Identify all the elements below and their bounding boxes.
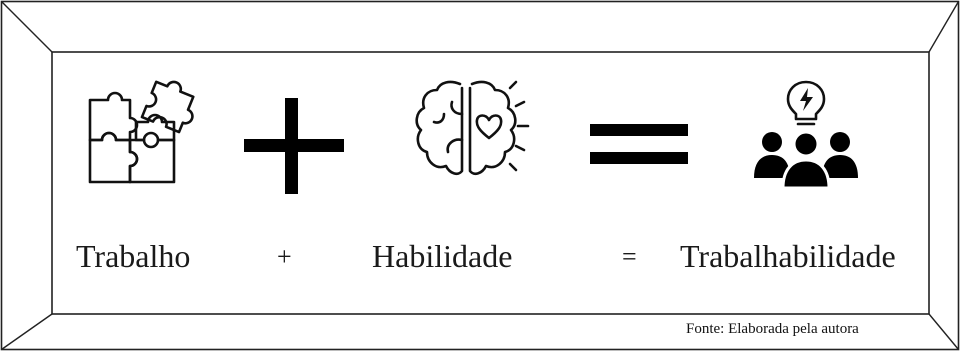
term1-label: Trabalho (76, 238, 191, 274)
brain-heart-icon (415, 80, 530, 176)
operator1-label: + (277, 242, 292, 271)
equals-icon (590, 124, 688, 164)
result-label: Trabalhabilidade (680, 238, 896, 274)
team-idea-icon (754, 80, 858, 190)
source-caption: Fonte: Elaborada pela autora (686, 321, 859, 337)
plus-icon (244, 98, 344, 194)
operator2-label: = (622, 242, 637, 271)
term2-label: Habilidade (372, 238, 513, 274)
puzzle-icon (88, 80, 195, 184)
